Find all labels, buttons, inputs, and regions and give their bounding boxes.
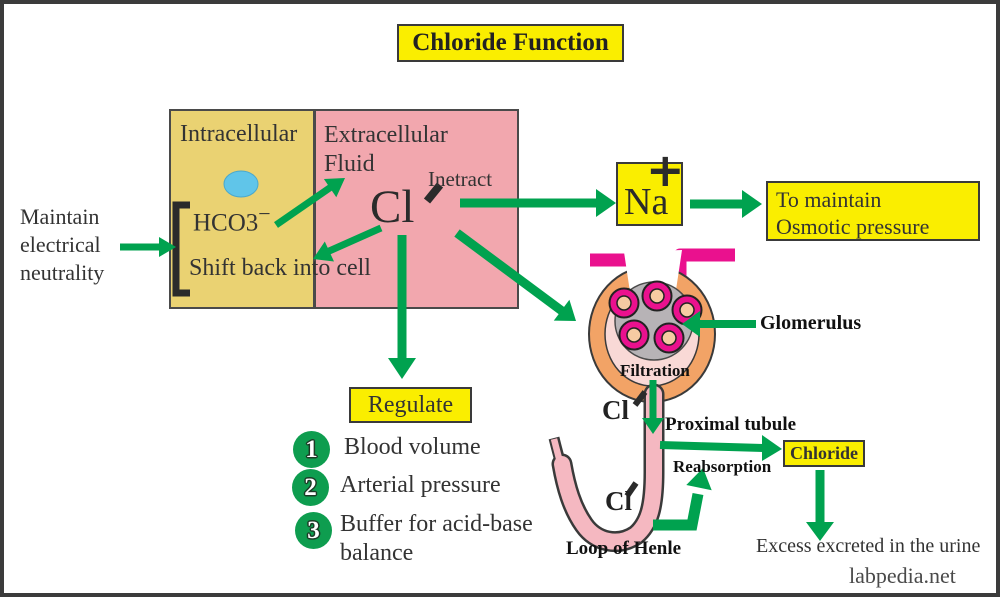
glomerulus-label: Glomerulus [760,312,862,334]
cl-to-glomerulus-arrow [454,229,576,321]
osmotic-line1: To maintain [776,187,882,212]
sodium-symbol: Na [624,181,669,223]
glomerulus-label-arrow [682,311,756,337]
regulate-item-3-number: 3 [295,512,332,549]
page-title-text: Chloride Function [412,29,609,56]
bracket-shape [172,201,190,297]
regulate-item-2-label: Arterial pressure [340,472,501,498]
filtration-arrow [642,380,664,434]
loop-of-henle-label: Loop of Henle [566,538,682,559]
excess-excretion-arrow [806,470,834,541]
cl-loop-minus-tick [624,481,639,498]
capsule-opening [624,250,682,292]
regulate-item-2-number: 2 [292,469,329,506]
extracellular-box [314,109,519,309]
regulate-item-1-label: Blood volume [344,434,481,460]
reabsorption-label: Reabsorption [673,457,772,476]
regulate-heading: Regulate [367,392,454,418]
shift-back-label: Shift back into cell [189,255,371,281]
excess-excreted-label: Excess excreted in the urine [756,535,981,557]
extracellular-label-line2: Fluid [324,151,375,177]
cl-filtrate-minus-tick [632,390,648,407]
intracellular-box [169,109,315,309]
diagram-graphics [120,170,834,553]
page-title: Chloride Function [397,24,624,62]
watermark: labpedia.net [849,563,956,588]
loop-of-henle-tube [548,383,665,553]
maintain-arrow [120,237,176,257]
regulate-item-3-label: Buffer for acid-base balance [340,511,533,566]
hco3-shift-arrow [274,178,345,228]
interact-label: Inetract [428,167,493,191]
cl-filtrate-label: Cl [602,395,629,425]
proximal-tubule-arrow [659,435,782,461]
maintain-note-line1: Maintain [20,204,100,229]
maintain-note: Maintain electrical neutrality [20,203,104,287]
chloride-result-label: Chloride [789,443,858,463]
reabsorption-arrow [653,468,712,531]
shift-back-arrow [313,224,383,262]
osmotic-line2: Osmotic pressure [776,214,930,239]
osmotic-pressure-box: To maintain Osmotic pressure [766,181,980,241]
hco3-label: HCO3− [193,201,271,237]
extracellular-label-line1: Extracellular [324,122,448,148]
chloride-result-box: Chloride [783,440,865,467]
cl-loop-label: Cl [605,486,632,516]
proximal-tubule-label: Proximal tubule [665,414,797,435]
hco3-formula: HCO3 [193,209,259,237]
intracellular-label: Intracellular [180,121,298,147]
cell-nucleus-ellipse [223,170,259,198]
maintain-note-line3: neutrality [20,260,105,285]
cl-to-regulate-arrow [388,235,416,379]
regulate-item-1-number: 1 [293,431,330,468]
regulate-box: Regulate [349,387,472,423]
hco3-charge: − [258,201,271,226]
maintain-note-line2: electrical [20,232,101,257]
sodium-box: Na + [616,147,685,226]
filtration-label: Filtration [620,361,690,380]
cl-to-sodium-arrow [460,189,616,217]
chloride-minus-tick [423,182,444,204]
sodium-to-osmotic-arrow [690,190,762,218]
sodium-charge: + [646,143,685,197]
chloride-symbol-label: Cl [370,181,415,233]
